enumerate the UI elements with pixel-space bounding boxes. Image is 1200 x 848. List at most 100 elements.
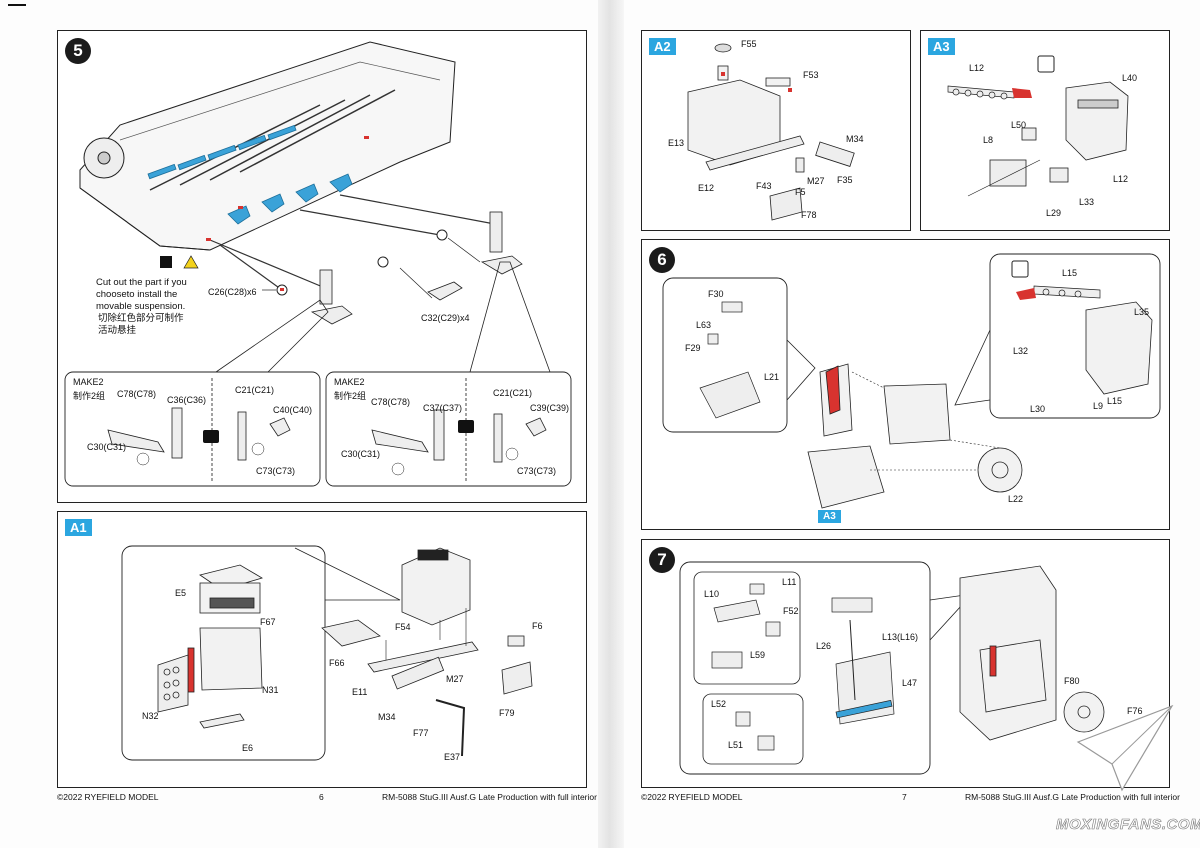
label-c26: C26(C28)x6 xyxy=(208,287,257,297)
label-f78: F78 xyxy=(801,210,817,220)
step6-callout-right xyxy=(954,329,991,406)
label-e5: E5 xyxy=(175,588,187,598)
label-f54: F54 xyxy=(395,622,411,632)
label-f53: F53 xyxy=(803,70,819,80)
label-l15a: L15 xyxy=(1062,268,1078,278)
label-l35: L35 xyxy=(1134,307,1150,317)
label-l11: L11 xyxy=(782,577,797,587)
make-left-title: MAKE2 xyxy=(73,377,104,387)
label-c30-right: C30(C31) xyxy=(341,449,381,459)
book-gutter xyxy=(598,0,624,848)
callout-right xyxy=(469,261,551,373)
label-f80: F80 xyxy=(1064,676,1080,686)
label-c32: C32(C29)x4 xyxy=(421,313,470,323)
blue-arms xyxy=(147,124,353,225)
a1-frame xyxy=(321,619,533,757)
label-f30: F30 xyxy=(708,289,724,299)
a1-leaders xyxy=(385,608,467,660)
label-l21: L21 xyxy=(764,372,780,382)
a1-tank xyxy=(401,547,471,626)
watermark-text: MOXINGFANS.COM xyxy=(1056,816,1200,834)
left-footer-title: RM-5088 StuG.III Ausf.G Late Production … xyxy=(382,792,597,802)
label-c37: C37(C37) xyxy=(423,403,463,413)
a3-engine-block xyxy=(1065,81,1129,161)
label-l63: L63 xyxy=(696,320,712,330)
label-n31: N31 xyxy=(262,685,279,695)
a2-tag: A2 xyxy=(649,38,676,55)
cut-marks xyxy=(206,136,369,291)
label-c40: C40(C40) xyxy=(273,405,313,415)
right-footer-title: RM-5088 StuG.III Ausf.G Late Production … xyxy=(965,792,1180,802)
label-l12b: L12 xyxy=(1113,174,1129,184)
label-l47: L47 xyxy=(902,678,918,688)
label-m27-a2: M27 xyxy=(807,176,825,186)
axle-shafts xyxy=(209,194,501,291)
label-l51: L51 xyxy=(728,740,744,750)
e6-bracket xyxy=(199,713,245,729)
label-f79: F79 xyxy=(499,708,515,718)
label-l26: L26 xyxy=(816,641,832,651)
label-f5: F5 xyxy=(795,187,806,197)
label-e37: E37 xyxy=(444,752,461,762)
make-right-title: MAKE2 xyxy=(334,377,365,387)
right-footer-page: 7 xyxy=(902,792,907,802)
label-f77: F77 xyxy=(413,728,429,738)
label-m34: M34 xyxy=(378,712,396,722)
label-f55: F55 xyxy=(741,39,757,49)
label-f35: F35 xyxy=(837,175,853,185)
label-l59: L59 xyxy=(750,650,766,660)
label-f67: F67 xyxy=(260,617,276,627)
label-l52: L52 xyxy=(711,699,727,709)
label-f76: F76 xyxy=(1127,706,1143,716)
left-footer-page: 6 xyxy=(319,792,324,802)
l15-red-cut xyxy=(1016,288,1036,300)
label-l10: L10 xyxy=(704,589,720,599)
label-f52: F52 xyxy=(783,606,799,616)
left-footer-copyright: ©2022 RYEFIELD MODEL xyxy=(57,792,159,802)
label-l30: L30 xyxy=(1030,404,1046,414)
callout-left xyxy=(215,299,329,373)
label-e12: E12 xyxy=(698,183,715,193)
step6-connectors xyxy=(851,371,1001,471)
label-m27: M27 xyxy=(446,674,464,684)
label-l22: L22 xyxy=(1008,494,1024,504)
label-l29: L29 xyxy=(1046,208,1062,218)
label-c36: C36(C36) xyxy=(167,395,207,405)
make-right-title-zh: 制作2组 xyxy=(334,391,367,401)
a1-tag: A1 xyxy=(65,519,92,536)
l12-rail xyxy=(947,85,1015,100)
idler-hub xyxy=(97,151,111,165)
n32-plate xyxy=(157,654,189,713)
suspension-unit-1 xyxy=(310,269,353,325)
label-l40: L40 xyxy=(1122,73,1138,83)
label-l9: L9 xyxy=(1093,401,1104,411)
step7-parts xyxy=(711,583,895,751)
label-c78-right: C78(C78) xyxy=(371,397,411,407)
step5-note-zh-1: 切除红色部分可制作 xyxy=(98,313,184,324)
l26-wire xyxy=(849,619,856,701)
a2-cut-marks xyxy=(721,72,792,92)
label-c39: C39(C39) xyxy=(530,403,570,413)
label-c21-left: C21(C21) xyxy=(235,385,275,395)
step6-callout-left xyxy=(786,339,816,401)
label-c73-right: C73(C73) xyxy=(517,466,557,476)
label-c78-left: C78(C78) xyxy=(117,389,157,399)
label-c21-right: C21(C21) xyxy=(493,388,533,398)
a3-parts xyxy=(967,127,1069,197)
suspension-unit-2 xyxy=(480,211,523,275)
a1-callout xyxy=(294,547,401,601)
a3-knife-icon xyxy=(1037,55,1055,73)
step6-detail-parts xyxy=(699,301,761,419)
label-e13: E13 xyxy=(668,138,685,148)
make-left-box xyxy=(64,371,321,487)
step5-note-en: Cut out the part if you chooseto install… xyxy=(96,277,187,312)
label-l12a: L12 xyxy=(969,63,985,73)
label-f66: F66 xyxy=(329,658,345,668)
warning-icon xyxy=(183,255,199,269)
step6-knife-icon xyxy=(1011,260,1029,278)
